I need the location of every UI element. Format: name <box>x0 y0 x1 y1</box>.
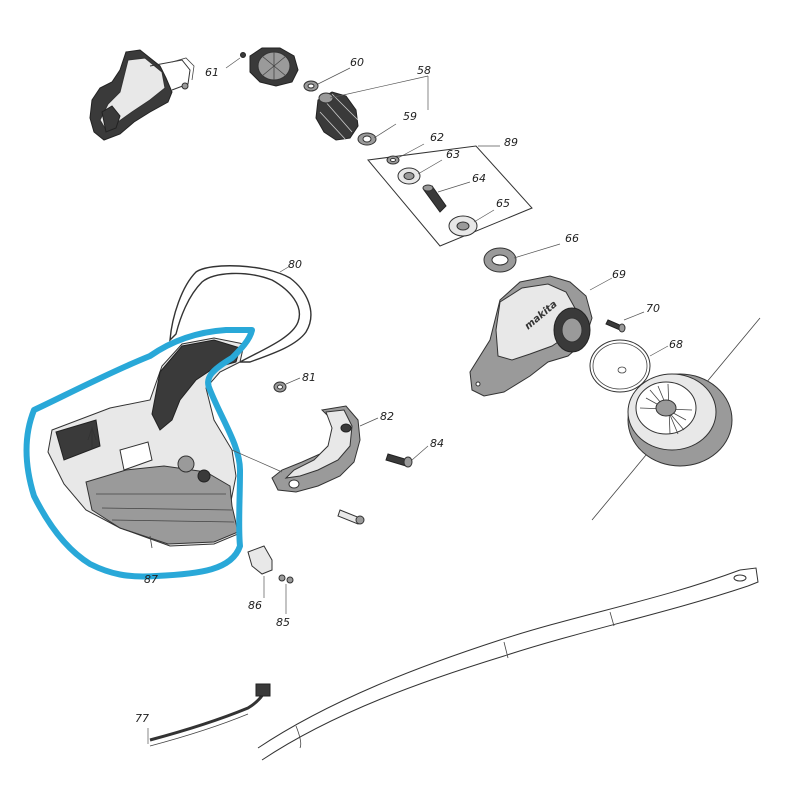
part-labels: 61 60 58 59 62 89 63 64 65 66 69 70 68 8… <box>135 56 683 725</box>
label-84: 84 <box>430 437 444 450</box>
part-63-bearing <box>397 167 421 185</box>
leader-lines <box>147 57 669 744</box>
label-80: 80 <box>288 258 302 271</box>
part-62-washer <box>386 155 400 165</box>
part-80-guard-bar <box>169 265 312 363</box>
part-85-screws <box>278 574 294 584</box>
part-64-spindle <box>422 184 447 213</box>
part-66-gear <box>483 247 517 273</box>
part-77-cable <box>149 683 271 747</box>
part-89-kit-box <box>367 145 533 247</box>
label-65: 65 <box>496 197 510 210</box>
label-60: 60 <box>350 56 364 69</box>
highlight-outline <box>23 327 255 580</box>
part-68-disc <box>589 339 651 393</box>
bolt-lower <box>337 509 365 525</box>
label-85: 85 <box>276 616 290 629</box>
part-65-bearing <box>448 215 478 237</box>
label-69: 69 <box>612 268 626 281</box>
part-84-bolt <box>385 453 413 468</box>
label-89: 89 <box>504 136 518 149</box>
part-59-washer <box>357 132 377 146</box>
label-63: 63 <box>446 148 460 161</box>
label-59: 59 <box>403 110 417 123</box>
label-77: 77 <box>135 712 149 725</box>
label-81: 81 <box>302 371 316 384</box>
shaft-pipe <box>257 567 759 761</box>
label-62: 62 <box>430 131 444 144</box>
part-69-gear-housing: makita <box>469 275 593 397</box>
label-61: 61 <box>205 66 219 79</box>
label-58: 58 <box>417 64 431 77</box>
part-61-housing <box>89 49 246 141</box>
part-58-armature <box>315 91 359 141</box>
part-81-nut <box>273 381 287 393</box>
part-70-screw <box>605 319 626 333</box>
part-motor-fan <box>249 47 299 87</box>
part-82-bracket <box>271 405 361 493</box>
trimmer-head <box>591 317 761 521</box>
label-86: 86 <box>248 599 262 612</box>
part-60-washer <box>303 80 319 92</box>
label-70: 70 <box>646 302 660 315</box>
label-68: 68 <box>669 338 683 351</box>
part-86-cutter <box>247 545 273 575</box>
part-87-guard <box>47 337 245 549</box>
label-64: 64 <box>472 172 486 185</box>
label-82: 82 <box>380 410 394 423</box>
label-66: 66 <box>565 232 579 245</box>
label-87: 87 <box>144 573 158 586</box>
